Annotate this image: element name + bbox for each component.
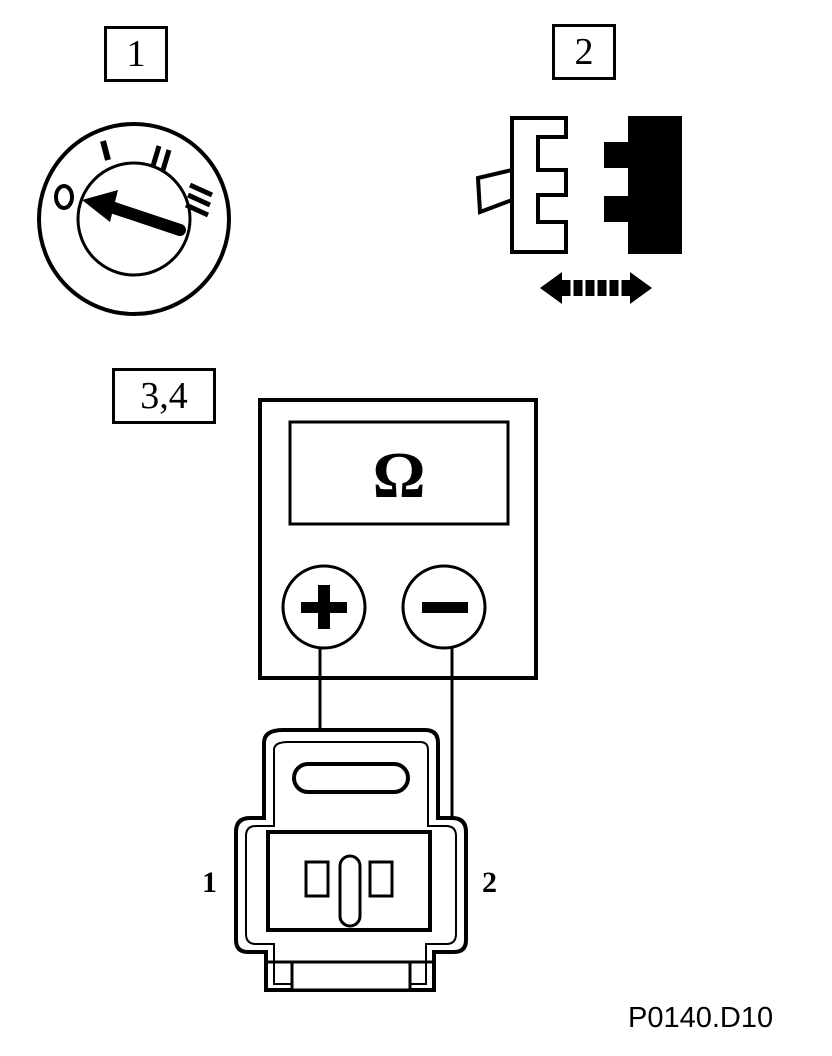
step-1-label: 1	[104, 26, 168, 82]
position-2-marker	[150, 145, 172, 171]
ohmmeter	[258, 398, 538, 680]
minus-icon	[401, 564, 487, 650]
pin-1-label: 1	[202, 866, 217, 899]
meter-display	[288, 420, 510, 526]
position-3-marker	[184, 182, 214, 218]
double-arrow-icon	[540, 272, 652, 304]
ignition-switch-icon	[37, 122, 231, 316]
center-key	[338, 854, 362, 928]
pin-2-label: 2	[482, 866, 497, 899]
pin-1-terminal	[304, 860, 330, 898]
position-1-marker	[100, 140, 111, 161]
step-3-4-label: 3,4	[112, 368, 216, 424]
pin-2-terminal	[368, 860, 394, 898]
step-2-label: 2	[552, 24, 616, 80]
sensor-connector	[234, 728, 468, 992]
plus-icon	[281, 564, 367, 650]
connector-disconnect-icon	[475, 116, 682, 304]
key-arrow-icon	[82, 190, 186, 236]
ohm-symbol: Ω	[372, 439, 426, 512]
position-0-marker	[54, 184, 74, 210]
figure-reference-code: P0140.D10	[628, 1002, 774, 1034]
